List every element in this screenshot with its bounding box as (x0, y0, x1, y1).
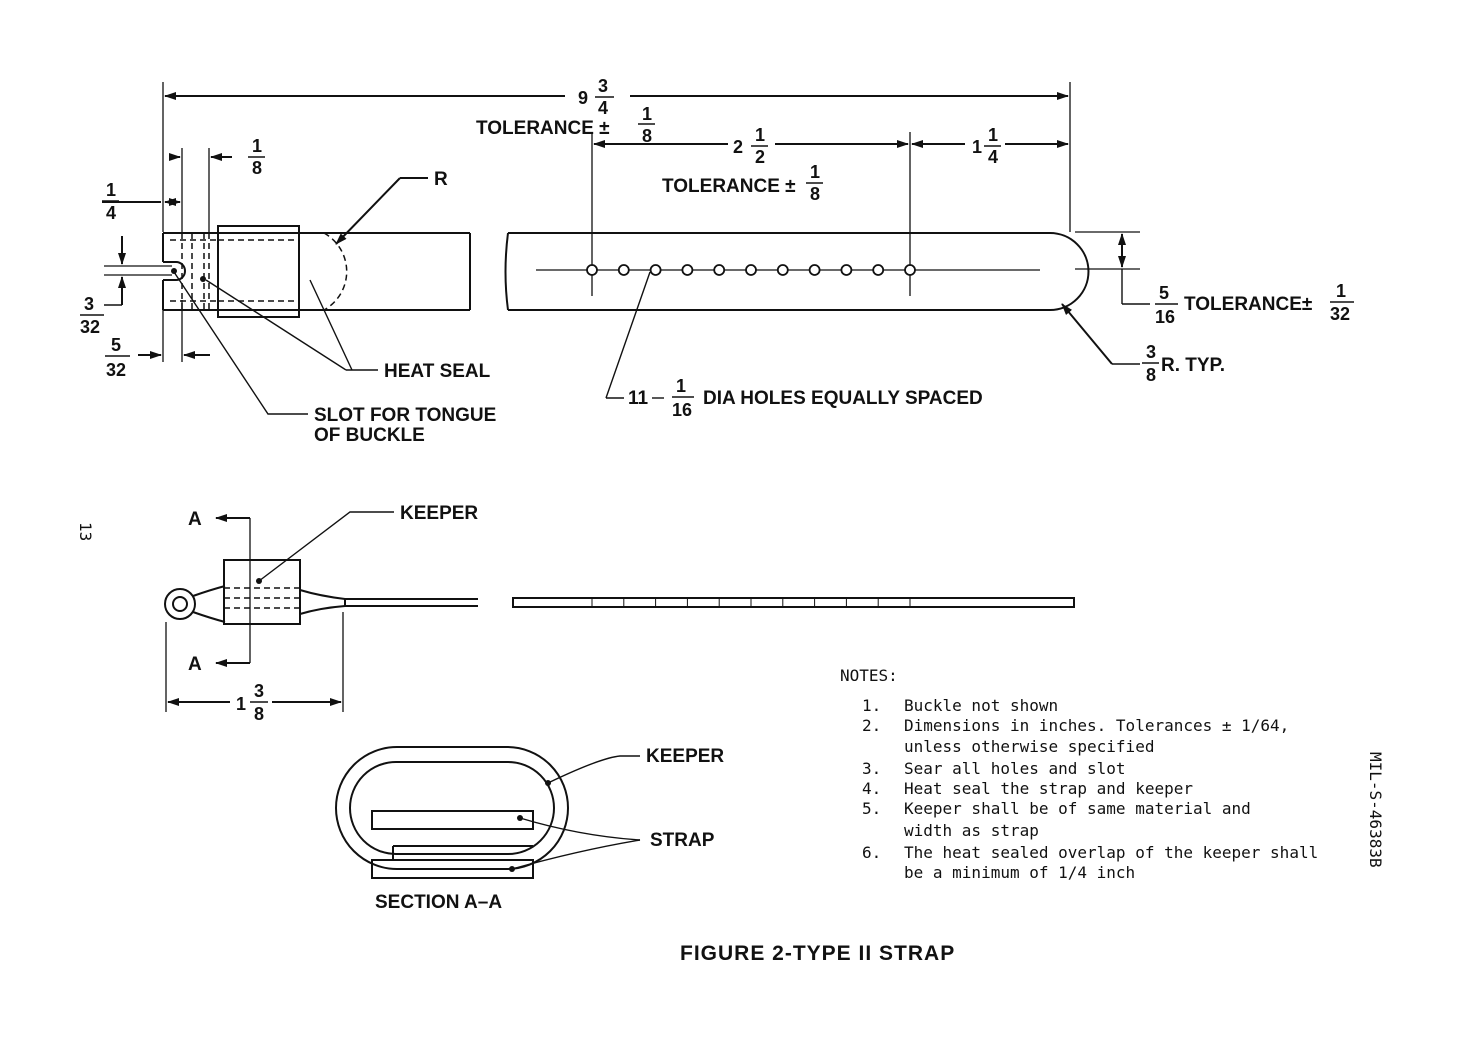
note-6-line1: The heat sealed overlap of the keeper sh… (904, 843, 1318, 862)
strap-hole (713, 264, 726, 276)
hole-span-tol-den: 8 (810, 184, 820, 204)
notes: NOTES: 1. Buckle not shown 2. Dimensions… (840, 666, 1318, 882)
eighth-den: 8 (252, 158, 262, 178)
note-3-line1: Sear all holes and slot (904, 759, 1126, 778)
eighth-num: 1 (252, 136, 262, 156)
holes-callout: 11 1 16 DIA HOLES EQUALLY SPACED (605, 271, 983, 420)
keeper-callout-side: KEEPER (258, 503, 478, 582)
keeper-len-den: 8 (254, 704, 264, 724)
hole-span-num: 1 (755, 125, 765, 145)
slot-callout: SLOT FOR TONGUE OF BUCKLE (173, 271, 496, 446)
overall-num: 3 (598, 76, 608, 96)
note-3-num: 3. (862, 759, 881, 778)
keeper-length-dimension: 1 3 8 (165, 612, 344, 724)
width-tolerance: TOLERANCE± (1184, 294, 1312, 315)
note-6-line2: be a minimum of 1/4 inch (904, 863, 1135, 882)
document-id: MIL-S-46383B (1366, 752, 1385, 868)
overall-den: 4 (598, 98, 608, 118)
strap-right-top-view (504, 232, 1090, 311)
strap-left-top-view (162, 225, 471, 318)
end-num: 1 (988, 125, 998, 145)
heat-seal-label: HEAT SEAL (384, 361, 491, 382)
width-den: 16 (1155, 307, 1175, 327)
note-5-num: 5. (862, 799, 881, 818)
heat-seal-callout: HEAT SEAL (205, 279, 491, 382)
note-6-num: 6. (862, 843, 881, 862)
radius-den: 8 (1146, 365, 1156, 385)
note-1-num: 1. (862, 696, 881, 715)
slot-label-line2: OF BUCKLE (314, 425, 425, 446)
hole-span-tol-num: 1 (810, 162, 820, 182)
width-dimension: 5 16 TOLERANCE± 1 32 (1075, 231, 1354, 327)
r-label: R (434, 169, 448, 190)
slot-label-line1: SLOT FOR TONGUE (314, 405, 496, 426)
strap-hole (808, 264, 821, 276)
holes-count: 11 (628, 388, 649, 409)
figure-caption: FIGURE 2-TYPE II STRAP (680, 942, 955, 965)
holes-den: 16 (672, 400, 692, 420)
strap-hole (617, 264, 630, 276)
quarter-den: 4 (106, 203, 116, 223)
radius-callout: 3 8 R. TYP. (1061, 303, 1225, 385)
section-markers: A A (188, 509, 251, 675)
keeper-section-label: KEEPER (646, 746, 724, 767)
hole-span-den: 2 (755, 147, 765, 167)
overall-length-dimension: 9 3 4 TOLERANCE ± 1 8 (162, 76, 1071, 232)
note-2-num: 2. (862, 716, 881, 735)
overall-tol-den: 8 (642, 126, 652, 146)
overall-tolerance: TOLERANCE ± (476, 118, 610, 139)
holes-text: DIA HOLES EQUALLY SPACED (703, 388, 983, 409)
strap-hole (586, 264, 598, 276)
overall-tol-num: 1 (642, 104, 652, 124)
slot-off-den: 32 (106, 360, 126, 380)
section-title: SECTION A–A (375, 892, 502, 913)
strap-hole (872, 264, 885, 276)
section-a-lower: A (188, 654, 202, 675)
keeper-len-whole: 1 (236, 694, 246, 714)
strap-hole (649, 264, 662, 276)
note-2-line2: unless otherwise specified (904, 737, 1154, 756)
hole-span-tolerance: TOLERANCE ± (662, 176, 796, 197)
end-whole: 1 (972, 137, 982, 157)
overall-whole: 9 (578, 88, 588, 108)
notes-heading: NOTES: (840, 666, 898, 685)
strap-hole (776, 264, 789, 276)
keeper-len-num: 3 (254, 681, 264, 701)
note-4-line1: Heat seal the strap and keeper (904, 779, 1193, 798)
note-5-line1: Keeper shall be of same material and (904, 799, 1251, 818)
strap-section-label: STRAP (650, 830, 715, 851)
keeper-label-top: KEEPER (400, 503, 478, 524)
width-tol-num: 1 (1336, 281, 1346, 301)
note-5-line2: width as strap (904, 821, 1039, 840)
note-1-line1: Buckle not shown (904, 696, 1058, 715)
hole-span-dimension: 2 1 2 TOLERANCE ± 1 8 1 1 4 (591, 125, 1069, 296)
r-callout: R (335, 169, 448, 245)
note-4-num: 4. (862, 779, 881, 798)
page-number: 13 (76, 522, 95, 541)
section-a-upper: A (188, 509, 202, 530)
strap-hole (904, 264, 916, 276)
strap-hole (840, 264, 853, 276)
slot-off-num: 5 (111, 335, 121, 355)
note-2-line1: Dimensions in inches. Tolerances ± 1/64, (904, 716, 1289, 735)
end-den: 4 (988, 147, 998, 167)
width-tol-den: 32 (1330, 304, 1350, 324)
radius-num: 3 (1146, 342, 1156, 362)
slot-den: 32 (80, 317, 100, 337)
strap-hole (745, 264, 757, 276)
section-a-a: KEEPER STRAP SECTION A–A (335, 746, 724, 913)
strap-holes (586, 264, 916, 276)
left-end-dimensions: 1 8 1 4 3 32 5 32 (80, 136, 265, 380)
strap-hole (681, 264, 694, 276)
hole-span-whole: 2 (733, 137, 743, 157)
quarter-num: 1 (106, 180, 116, 200)
width-num: 5 (1159, 283, 1169, 303)
side-view (164, 559, 1075, 625)
keeper-top-view (217, 225, 300, 318)
radius-label: R. TYP. (1161, 355, 1225, 376)
holes-num: 1 (676, 376, 686, 396)
slot-num: 3 (84, 294, 94, 314)
